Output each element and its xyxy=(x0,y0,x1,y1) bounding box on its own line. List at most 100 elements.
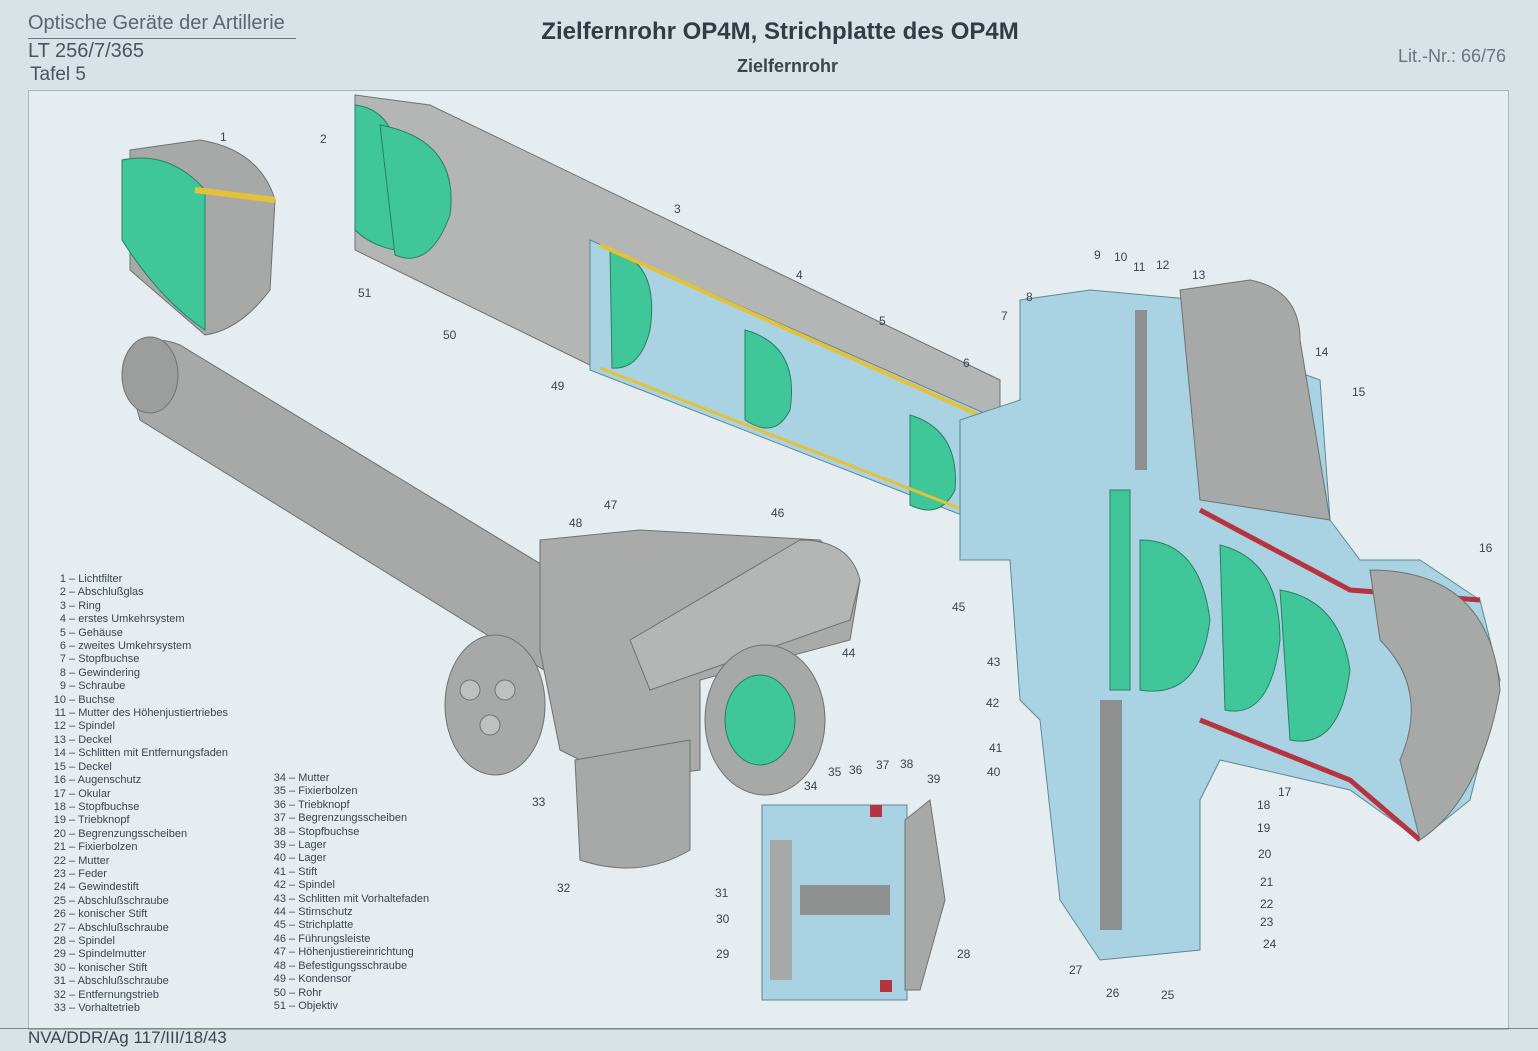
legend-label: – Stift xyxy=(286,865,318,878)
legend-label: – Abschlußschraube xyxy=(66,975,169,988)
callout-number: 32 xyxy=(557,881,571,895)
legend-item: 10 – Buchse xyxy=(44,694,228,707)
legend-label: – Kondensor xyxy=(286,973,352,986)
legend-item: 30 – konischer Stift xyxy=(44,962,228,975)
callout-number: 21 xyxy=(1260,875,1274,889)
legend-item: 27 – Abschlußschraube xyxy=(44,922,228,935)
legend-label: – Schlitten mit Entfernungsfaden xyxy=(66,747,229,760)
callout-number: 26 xyxy=(1106,986,1120,1000)
legend-label: – konischer Stift xyxy=(66,908,148,921)
callout-number: 25 xyxy=(1161,988,1175,1002)
legend-label: – Spindel xyxy=(66,934,115,947)
legend-item: 1 – Lichtfilter xyxy=(44,573,228,586)
legend-label: – Abschlußschraube xyxy=(66,921,169,934)
callout-number: 8 xyxy=(1026,290,1033,304)
legend-item: 28 – Spindel xyxy=(44,935,228,948)
legend-label: – Ring xyxy=(66,599,101,612)
legend-label: – Befestigungsschraube xyxy=(286,959,408,972)
legend-label: – Spindel xyxy=(66,720,115,733)
callout-number: 47 xyxy=(604,498,618,512)
legend-item: 13 – Deckel xyxy=(44,734,228,747)
legend-item: 31 – Abschlußschraube xyxy=(44,975,228,988)
legend-item: 39 – Lager xyxy=(264,839,429,852)
legend-item: 41 – Stift xyxy=(264,866,429,879)
legend-number: 20 xyxy=(53,827,66,840)
legend-label: – Führungsleiste xyxy=(286,932,371,945)
callout-number: 42 xyxy=(986,696,1000,710)
legend-label: – Stopfbuchse xyxy=(286,825,360,838)
legend-number: 13 xyxy=(53,733,66,746)
callout-number: 44 xyxy=(842,646,856,660)
legend-item: 24 – Gewindestift xyxy=(44,881,228,894)
legend-number: 51 xyxy=(273,999,286,1012)
legend-label: – Fixierbolzen xyxy=(66,841,138,854)
legend-label: – Lager xyxy=(286,839,327,852)
callout-number: 16 xyxy=(1479,541,1493,555)
legend-number: 17 xyxy=(53,787,66,800)
legend-item: 32 – Entfernungstrieb xyxy=(44,989,228,1002)
legend-item: 47 – Höhenjustiereinrichtung xyxy=(264,946,429,959)
legend-number: 8 xyxy=(59,666,66,679)
main-tube-body xyxy=(354,94,1001,531)
legend-number: 31 xyxy=(53,975,66,988)
legend-number: 28 xyxy=(53,934,66,947)
callout-number: 6 xyxy=(963,356,970,370)
legend-number: 36 xyxy=(273,798,286,811)
legend-number: 30 xyxy=(53,961,66,974)
callout-number: 2 xyxy=(320,132,327,146)
legend-label: – Stirnschutz xyxy=(286,906,353,919)
legend-item: 12 – Spindel xyxy=(44,720,228,733)
legend-number: 44 xyxy=(273,906,286,919)
callout-number: 41 xyxy=(989,741,1003,755)
legend-number: 16 xyxy=(53,774,66,787)
legend-number: 25 xyxy=(53,894,66,907)
legend-label: – Schraube xyxy=(66,680,126,693)
legend-number: 5 xyxy=(59,626,66,639)
callout-number: 50 xyxy=(443,328,457,342)
legend-label: – Strichplatte xyxy=(286,919,354,932)
page-title: Zielfernrohr OP4M, Strichplatte des OP4M xyxy=(541,18,1019,45)
drive-inset-section xyxy=(761,799,946,1001)
legend-item: 15 – Deckel xyxy=(44,761,228,774)
legend-item: 23 – Feder xyxy=(44,868,228,881)
legend-label: – Abschlußglas xyxy=(66,586,144,599)
legend-number: 38 xyxy=(273,825,286,838)
plate-number: Tafel 5 xyxy=(30,64,86,85)
legend-item: 40 – Lager xyxy=(264,852,429,865)
legend-item: 20 – Begrenzungsscheiben xyxy=(44,828,228,841)
legend-label: – Gewindering xyxy=(66,666,140,679)
legend-number: 32 xyxy=(53,988,66,1001)
legend-label: – Vorhaltetrieb xyxy=(66,1002,140,1014)
callout-number: 19 xyxy=(1257,821,1271,835)
legend-label: – Mutter xyxy=(286,772,330,784)
legend-number: 7 xyxy=(59,653,66,666)
callout-number: 12 xyxy=(1156,258,1170,272)
callout-number: 30 xyxy=(716,912,730,926)
callout-number: 7 xyxy=(1001,309,1008,323)
callout-number: 35 xyxy=(828,765,842,779)
legend-number: 46 xyxy=(273,932,286,945)
legend-label: – Fixierbolzen xyxy=(286,785,358,798)
legend-item: 17 – Okular xyxy=(44,788,228,801)
legend-item: 18 – Stopfbuchse xyxy=(44,801,228,814)
legend-item: 48 – Befestigungsschraube xyxy=(264,960,429,973)
legend-label: – Stopfbuchse xyxy=(66,653,140,666)
callout-number: 22 xyxy=(1260,897,1274,911)
legend-label: – Spindelmutter xyxy=(66,948,147,961)
callout-number: 13 xyxy=(1192,268,1206,282)
legend-item: 25 – Abschlußschraube xyxy=(44,895,228,908)
callout-number: 15 xyxy=(1352,385,1366,399)
legend-number: 37 xyxy=(273,812,286,825)
legend-item: 33 – Vorhaltetrieb xyxy=(44,1002,228,1015)
legend-label: – Lager xyxy=(286,852,327,865)
legend-label: – Höhenjustiereinrichtung xyxy=(286,946,414,959)
legend-number: 29 xyxy=(53,948,66,961)
legend-item: 49 – Kondensor xyxy=(264,973,429,986)
literature-number: Lit.-Nr.: 66/76 xyxy=(1397,46,1506,66)
callout-number: 29 xyxy=(716,947,730,961)
legend-label: – Abschlußschraube xyxy=(66,894,169,907)
legend-label: – Buchse xyxy=(66,693,115,706)
legend-number: 26 xyxy=(53,908,66,921)
